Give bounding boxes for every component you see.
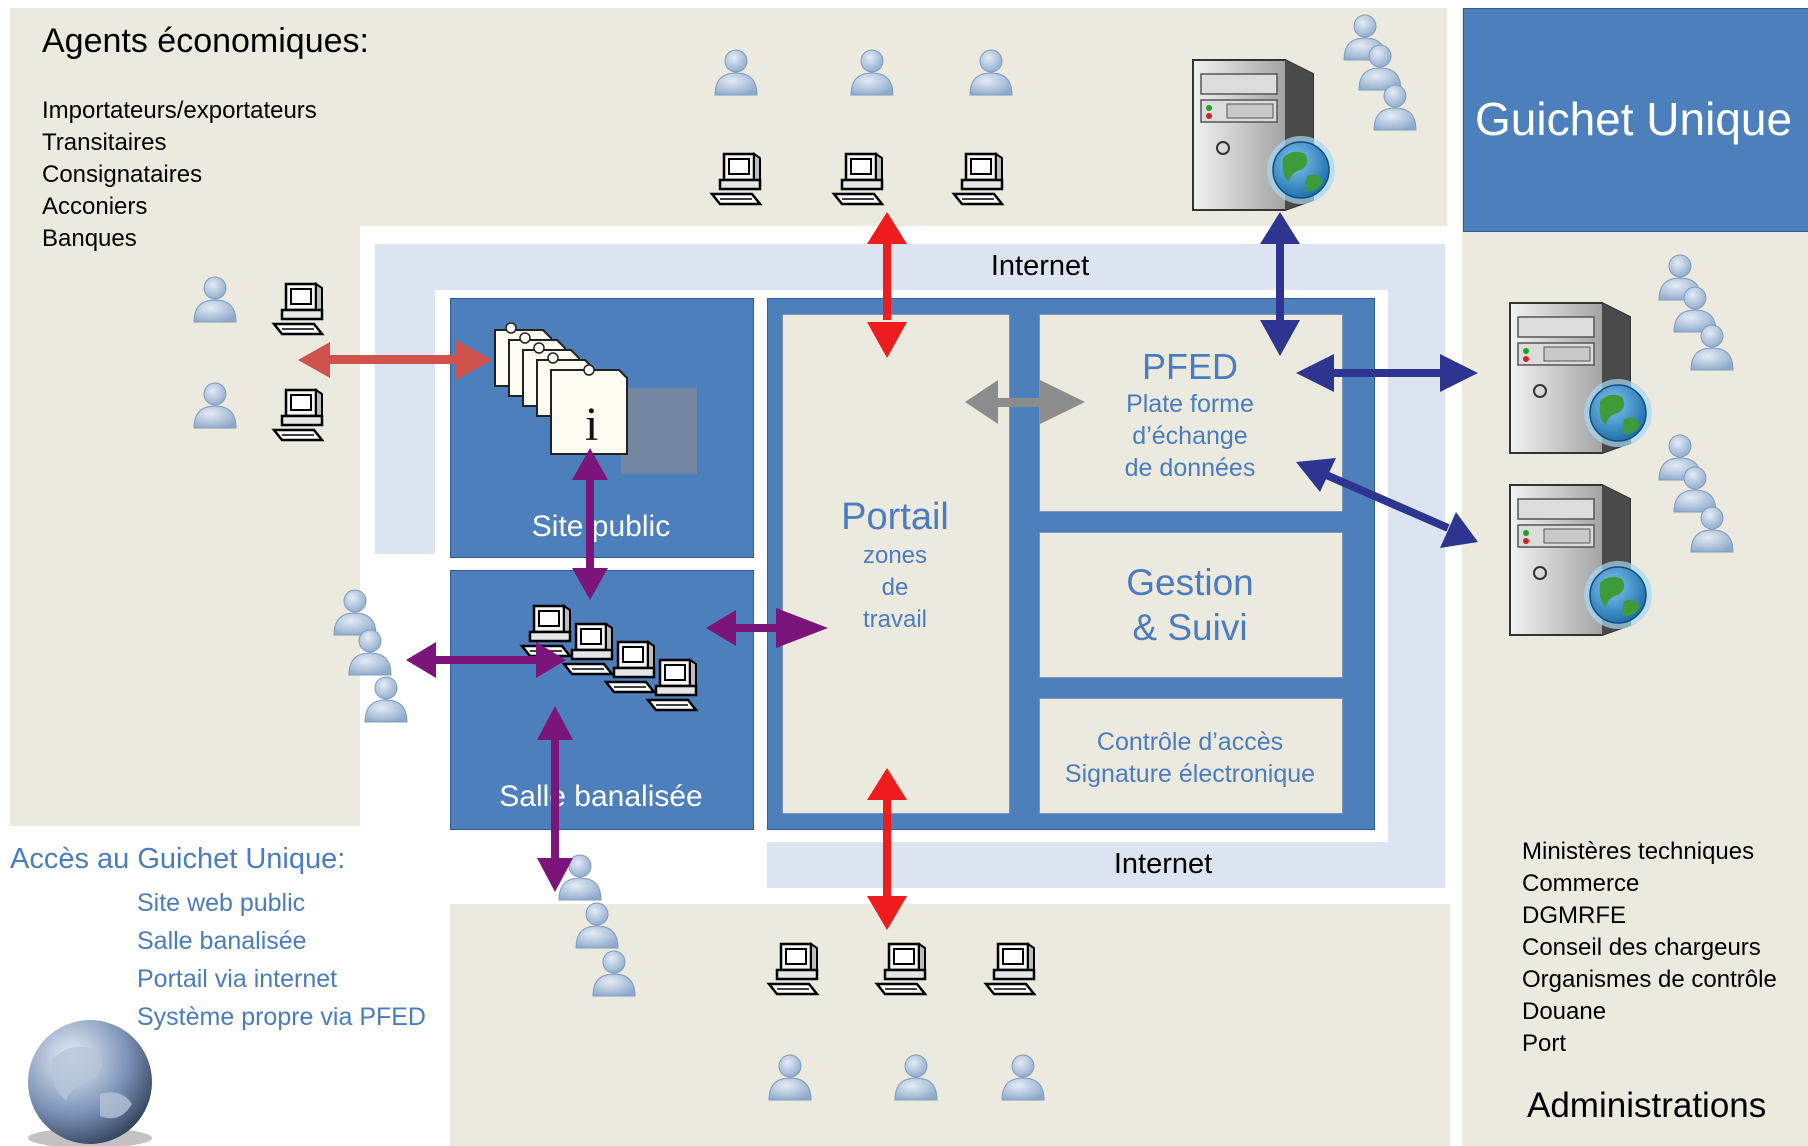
administrations-item: Organismes de contrôle	[1522, 966, 1777, 993]
purple-arrow-salle-users	[537, 706, 573, 892]
document-stack-icon	[494, 322, 698, 475]
user-icon	[592, 950, 636, 997]
portail-line: travail	[862, 606, 928, 633]
guichet-unique-title: Guichet Unique	[1475, 93, 1793, 145]
internet-bottom-label: Internet	[1113, 848, 1213, 880]
administrations-item: Douane	[1522, 998, 1607, 1025]
acces-item: Site web public	[137, 889, 306, 917]
user-icon	[364, 676, 408, 723]
acces-list: Site web public Salle banalisée Portail …	[137, 884, 426, 1036]
navy-arrow-right-2	[1296, 458, 1478, 548]
gray-arrow	[965, 380, 1085, 424]
internet-band-right	[1388, 244, 1445, 882]
computer-icon	[875, 942, 927, 996]
portail-title: Portail	[841, 496, 949, 538]
controle-lines: Contrôle d’accès Signature électronique	[1039, 726, 1341, 790]
user-icon	[969, 49, 1013, 96]
administrations-item: Ministères techniques	[1522, 838, 1755, 865]
computer-icon	[832, 152, 884, 206]
computer-icon	[272, 282, 324, 336]
internet-top-label: Internet	[990, 250, 1090, 282]
user-icon	[1690, 506, 1734, 553]
pfed-title: PFED	[1141, 346, 1238, 387]
acces-item: Salle banalisée	[137, 927, 307, 955]
acces-item: Portail via internet	[137, 965, 338, 993]
acces-item: Système propre via PFED	[137, 1003, 426, 1031]
acces-title: Accès au Guichet Unique:	[10, 843, 346, 875]
agents-item: Importateurs/exportateurs	[42, 97, 317, 124]
agents-item: Banques	[42, 225, 137, 252]
user-icon	[768, 1054, 812, 1101]
pfed-lines: Plate forme d’échange de données	[1039, 388, 1341, 484]
internet-band-left	[375, 244, 435, 554]
agents-title: Agents économiques:	[42, 22, 369, 60]
user-icon	[850, 49, 894, 96]
portail-lines: zones de travail	[782, 540, 1008, 636]
administrations-title: Administrations	[1527, 1086, 1767, 1125]
pfed-panel	[1039, 314, 1343, 512]
salle-banalisee-label: Salle banalisée	[499, 780, 703, 813]
internet-band-bottom	[767, 842, 1445, 888]
administrations-item: DGMRFE	[1522, 902, 1626, 929]
user-icon	[1001, 1054, 1045, 1101]
user-icon	[193, 382, 237, 429]
administrations-item: Port	[1522, 1030, 1567, 1057]
server-globe-icon	[1509, 302, 1653, 454]
user-icon	[333, 589, 377, 636]
computer-icon	[952, 152, 1004, 206]
portail-line: de	[881, 574, 909, 601]
administrations-item: Conseil des chargeurs	[1522, 934, 1761, 961]
agents-item: Consignataires	[42, 161, 203, 188]
gestion-line: & Suivi	[1132, 607, 1248, 648]
salmon-arrow	[298, 340, 492, 380]
gestion-line: Gestion	[1126, 562, 1254, 603]
user-icon	[193, 276, 237, 323]
gestion-lines: Gestion & Suivi	[1039, 560, 1341, 650]
user-icon	[575, 902, 619, 949]
agents-item: Acconiers	[42, 193, 148, 220]
portail-line: zones	[862, 542, 928, 569]
purple-arrow-users-salle	[406, 642, 566, 678]
administrations-item: Commerce	[1522, 870, 1640, 897]
computer-icon	[767, 942, 819, 996]
pfed-line: Plate forme	[1126, 390, 1254, 418]
red-arrow-top	[867, 212, 907, 358]
computer-icon	[984, 942, 1036, 996]
user-icon	[714, 49, 758, 96]
controle-line: Contrôle d’accès	[1096, 728, 1284, 756]
site-public-label: Site public	[531, 510, 671, 543]
user-icon	[348, 629, 392, 676]
red-arrow-bottom	[867, 768, 907, 930]
salle-banalisee-panel	[450, 570, 754, 830]
user-icon	[1373, 84, 1417, 131]
administrations-list: Ministères techniques Commerce DGMRFE Co…	[1522, 836, 1777, 1060]
controle-panel	[1039, 698, 1343, 814]
computer-icon	[710, 152, 762, 206]
server-globe-icon	[1509, 484, 1653, 636]
gestion-panel	[1039, 532, 1343, 678]
pfed-line: d’échange	[1132, 422, 1248, 450]
agents-list: Importateurs/exportateurs Transitaires C…	[42, 95, 317, 255]
globe-icon	[28, 1020, 152, 1146]
agents-item: Transitaires	[42, 129, 167, 156]
controle-line: Signature électronique	[1064, 760, 1316, 788]
pfed-line: de données	[1124, 454, 1256, 482]
computer-icon	[272, 388, 324, 442]
navy-arrow-top	[1260, 212, 1300, 356]
server-globe-icon	[1192, 59, 1336, 211]
purple-arrow-salle-portail	[706, 608, 828, 648]
guichet-unique-box	[1463, 8, 1808, 232]
navy-arrow-right-1	[1296, 354, 1478, 392]
user-icon	[894, 1054, 938, 1101]
purple-arrow-site-salle	[572, 448, 608, 600]
